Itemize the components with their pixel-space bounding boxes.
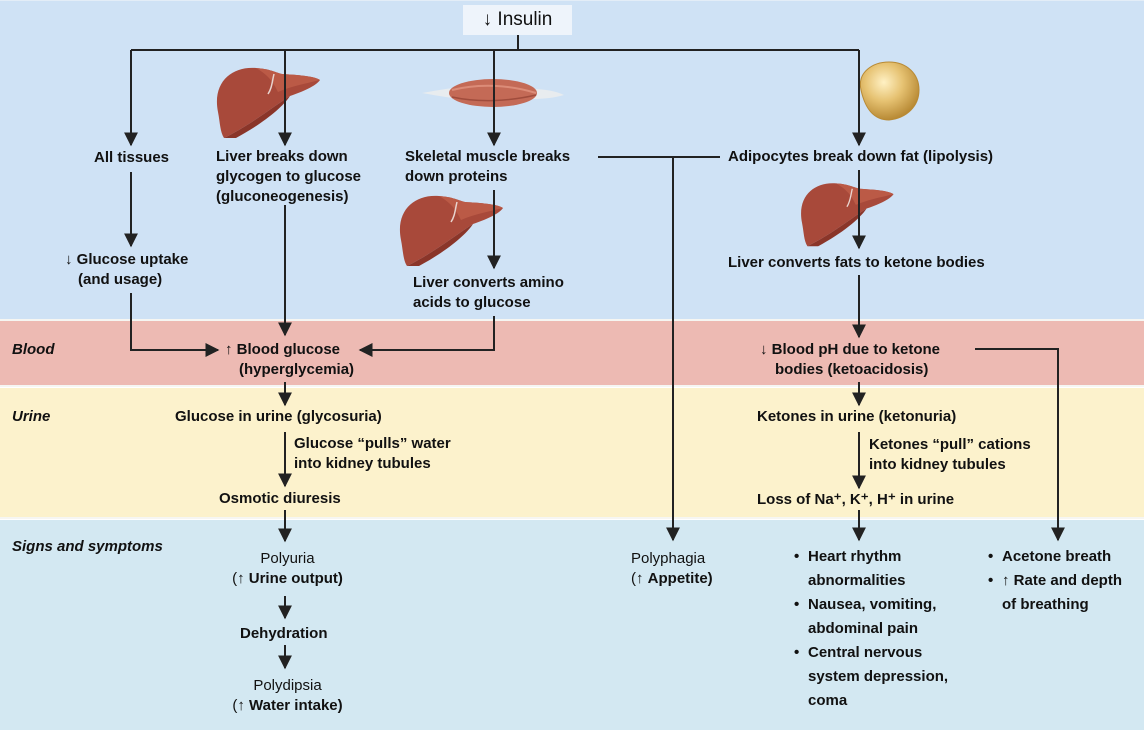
text-line: into kidney tubules xyxy=(869,456,1006,473)
liver-glycogen-label: Liver breaks down glycogen to glucose (g… xyxy=(216,147,361,207)
text-line: Skeletal muscle breaks xyxy=(405,148,571,165)
polydipsia-label: Polydipsia (↑ Water intake) xyxy=(205,676,370,716)
band-label-signs: Signs and symptoms xyxy=(12,538,163,555)
blood-ph-label: ↓ Blood pH due to ketone bodies (ketoaci… xyxy=(760,340,940,380)
glycosuria-label: Glucose in urine (glycosuria) xyxy=(175,408,382,425)
text-line: (↑ Water intake) xyxy=(205,696,370,716)
up-arrow-icon: (↑ xyxy=(232,697,250,714)
polyphagia-label: Polyphagia (↑ Appetite) xyxy=(631,549,713,589)
text-line: Liver breaks down xyxy=(216,148,348,165)
adipocytes-label: Adipocytes break down fat (lipolysis) xyxy=(728,148,994,165)
glucose-pulls-label: Glucose “pulls” water into kidney tubule… xyxy=(294,434,451,474)
text-line: (and usage) xyxy=(78,271,163,288)
arrow-uptake-to-blood-glucose xyxy=(130,293,220,357)
list-item: Central nervous system depression, coma xyxy=(794,641,974,713)
list-item: Heart rhythm abnormalities xyxy=(794,545,974,593)
ketoacidosis-effects-list: Heart rhythm abnormalities Nausea, vomit… xyxy=(794,545,974,713)
text-line: Polydipsia xyxy=(253,677,322,694)
text-line: ↓ Glucose uptake xyxy=(65,251,189,268)
text-line: (gluconeogenesis) xyxy=(216,188,349,205)
ketones-pull-label: Ketones “pull” cations into kidney tubul… xyxy=(869,435,1031,475)
text-span: Urine output) xyxy=(248,570,343,587)
text-line: Polyuria xyxy=(260,550,315,567)
liver-amino-label: Liver converts amino acids to glucose xyxy=(413,273,564,313)
list-item: ↑ Rate and depth of breathing xyxy=(988,569,1144,617)
glucose-uptake-label: ↓ Glucose uptake (and usage) xyxy=(65,250,188,290)
text-line: ↓ Blood pH due to ketone xyxy=(760,341,940,358)
urine-band xyxy=(0,388,1144,517)
text-line: acids to glucose xyxy=(413,294,531,311)
blood-band xyxy=(0,321,1144,385)
up-arrow-icon: (↑ xyxy=(232,570,249,587)
list-item: Nausea, vomiting, abdominal pain xyxy=(794,593,974,641)
band-divider xyxy=(0,319,1144,321)
arrow-ph-to-breathing xyxy=(975,348,1065,542)
all-tissues-label: All tissues xyxy=(94,149,170,166)
text-line: Glucose “pulls” water xyxy=(294,435,451,452)
up-arrow-icon: (↑ xyxy=(631,570,648,587)
polyuria-label: Polyuria (↑ Urine output) xyxy=(205,549,370,589)
tissue-band xyxy=(0,0,1144,320)
band-divider xyxy=(0,517,1144,519)
band-label-blood: Blood xyxy=(12,341,55,358)
list-item: Acetone breath xyxy=(988,545,1144,569)
insulin-label: ↓ Insulin xyxy=(463,5,572,35)
text-span: Appetite) xyxy=(647,570,713,587)
blood-glucose-label: ↑ Blood glucose (hyperglycemia) xyxy=(225,340,354,380)
text-line: Ketones “pull” cations xyxy=(869,436,1031,453)
text-line: Liver converts amino xyxy=(413,274,564,291)
ketonuria-label: Ketones in urine (ketonuria) xyxy=(757,408,957,425)
muscle-label: Skeletal muscle breaks down proteins xyxy=(405,147,570,187)
text-line: down proteins xyxy=(405,168,508,185)
text-line: (↑ Appetite) xyxy=(631,569,713,589)
liver-ketone-label: Liver converts fats to ketone bodies xyxy=(728,254,985,271)
arrow-amino-to-blood-glucose xyxy=(358,316,495,357)
liver-icon xyxy=(399,195,503,266)
liver-icon xyxy=(216,67,320,138)
band-label-urine: Urine xyxy=(12,408,51,425)
band-divider xyxy=(0,385,1144,387)
text-span: Water intake) xyxy=(249,697,343,714)
text-line: bodies (ketoacidosis) xyxy=(775,361,929,378)
osmotic-diuresis-label: Osmotic diuresis xyxy=(219,490,341,507)
text-line: Polyphagia xyxy=(631,550,706,567)
dehydration-label: Dehydration xyxy=(240,625,328,642)
text-line: (hyperglycemia) xyxy=(239,361,355,378)
text-line: (↑ Urine output) xyxy=(205,569,370,589)
liver-icon xyxy=(801,183,894,247)
adipocyte-icon xyxy=(859,61,920,121)
loss-cations-label: Loss of Na⁺, K⁺, H⁺ in urine xyxy=(757,491,955,508)
breathing-effects-list: Acetone breath ↑ Rate and depth of breat… xyxy=(988,545,1144,617)
text-line: ↑ Blood glucose xyxy=(225,341,341,358)
text-line: glycogen to glucose xyxy=(216,168,362,185)
text-line: into kidney tubules xyxy=(294,455,431,472)
